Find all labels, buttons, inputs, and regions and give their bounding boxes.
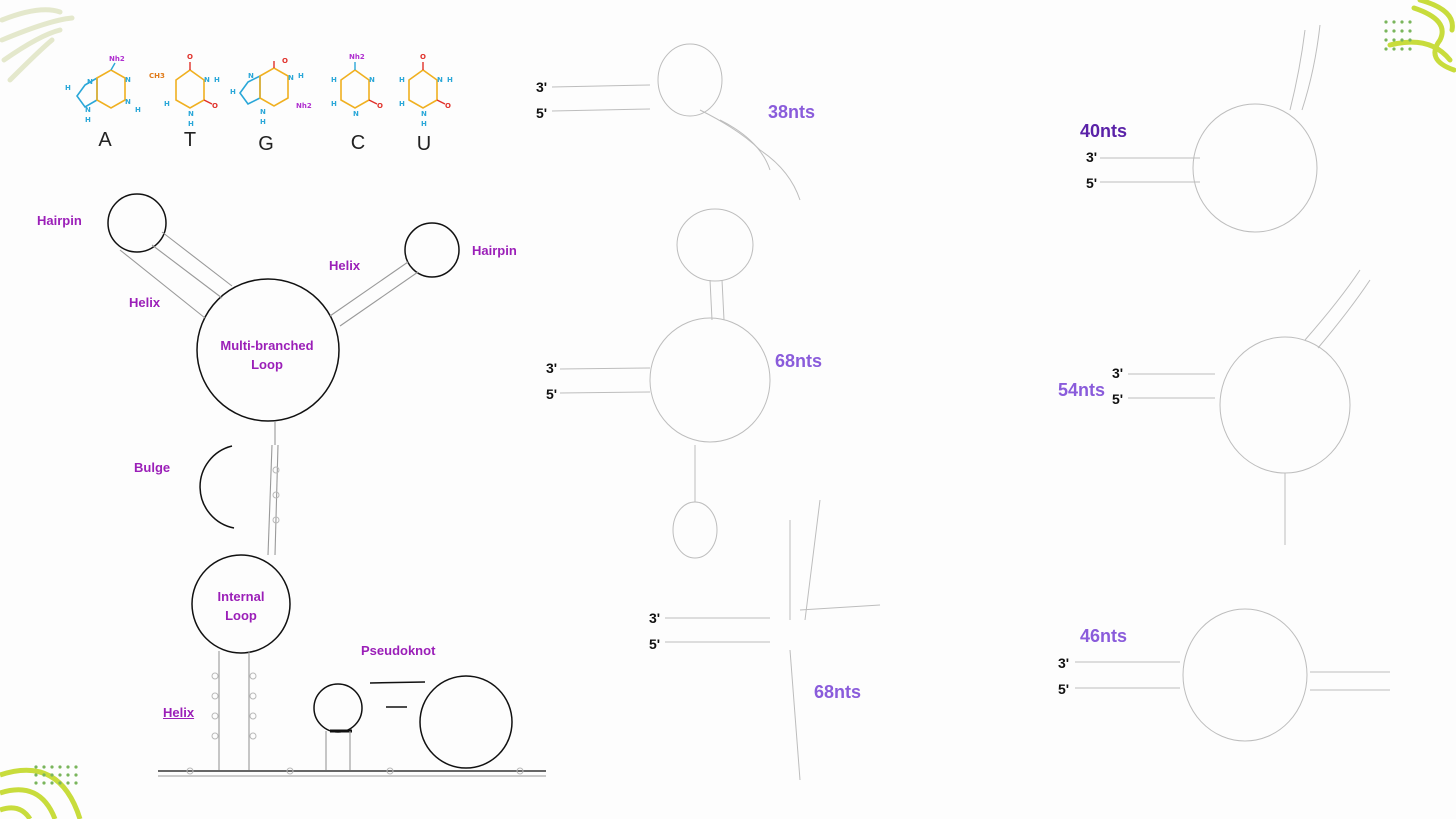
guanine-n7: N — [248, 72, 254, 80]
label-bulge: Bulge — [134, 460, 171, 475]
adenine-h8: H — [65, 84, 71, 92]
uracil-n3: N — [437, 76, 443, 84]
thymine-ch3: CH3 — [149, 72, 165, 80]
example-4-five-prime: 5' — [1112, 391, 1124, 407]
example-5-length-label: 68nts — [814, 682, 862, 702]
example-6-five-prime: 5' — [1058, 681, 1070, 697]
guanine-structure: O N N N H H H Nh2 — [230, 57, 312, 126]
hairpin-right-loop — [404, 222, 460, 278]
label-hairpin-left: Hairpin — [37, 213, 82, 228]
adenine-structure: N N N N Nh2 H H H — [65, 55, 141, 124]
uracil-h5: H — [399, 76, 405, 84]
label-helix-bottom: Helix — [163, 705, 195, 720]
example-3-five-prime: 5' — [546, 386, 558, 402]
label-pseudoknot: Pseudoknot — [361, 643, 436, 658]
base-letter-c: C — [350, 132, 366, 154]
example-6-length-label: 46nts — [1080, 626, 1128, 646]
example-2-length-label: 40nts — [1080, 121, 1128, 141]
guanine-n9: N — [260, 108, 266, 116]
adenine-nh2: Nh2 — [109, 55, 125, 63]
uracil-o2: O — [445, 102, 451, 110]
nucleobase-structures: N N N N Nh2 H H H CH3 O O N N H H H — [65, 53, 453, 128]
example-4-length-label: 54nts — [1058, 380, 1106, 400]
example-5-five-prime: 5' — [649, 636, 661, 652]
thymine-structure: CH3 O O N N H H H — [149, 53, 220, 128]
example-3-length-label: 68nts — [775, 351, 823, 371]
hairpin-left-loop — [107, 193, 167, 253]
uracil-o4: O — [420, 53, 426, 61]
guanine-o6: O — [282, 57, 288, 65]
example-3-three-prime: 3' — [546, 360, 558, 376]
base-letter-u: U — [416, 133, 432, 155]
internal-loop — [191, 554, 291, 654]
base-letter-a: A — [98, 129, 112, 151]
base-letter-t: T — [183, 129, 197, 151]
thymine-h6: H — [164, 100, 170, 108]
adenine-h2: H — [135, 106, 141, 114]
example-1-three-prime: 3' — [536, 79, 548, 95]
cytosine-h6: H — [331, 100, 337, 108]
example-2-three-prime: 3' — [1086, 149, 1098, 165]
example-4-three-prime: 3' — [1112, 365, 1124, 381]
uracil-n1: N — [421, 110, 427, 118]
decor-scribble-top-left — [0, 7, 75, 83]
cytosine-h5: H — [331, 76, 337, 84]
thymine-n1: N — [188, 110, 194, 118]
adenine-n1: N — [125, 76, 131, 84]
example-6-three-prime: 3' — [1058, 655, 1070, 671]
uracil-h1: H — [421, 120, 427, 128]
cytosine-n3: N — [369, 76, 375, 84]
guanine-h9: H — [260, 118, 266, 126]
bulge-arc — [199, 445, 235, 529]
adenine-n7: N — [87, 78, 93, 86]
example-1-length-label: 38nts — [768, 102, 816, 122]
cytosine-structure: Nh2 N N O H H — [331, 53, 383, 118]
guanine-nh2: Nh2 — [296, 102, 312, 110]
rna-secondary-structure-diagram — [107, 193, 546, 777]
decor-swirl-bottom-left — [0, 765, 83, 819]
pseudoknot-loop-large — [419, 675, 513, 769]
uracil-structure: O O N N H H H H — [399, 53, 453, 128]
cytosine-n1: N — [353, 110, 359, 118]
thymine-h3: H — [214, 76, 220, 84]
base-letter-g: G — [258, 133, 274, 155]
guanine-h8: H — [230, 88, 236, 96]
decor-scribble-top-right — [1384, 0, 1456, 73]
label-helix-left: Helix — [129, 295, 161, 310]
adenine-h9: H — [85, 116, 91, 124]
cytosine-nh2: Nh2 — [349, 53, 365, 61]
thymine-h1: H — [188, 120, 194, 128]
guanine-n1: N — [288, 74, 294, 82]
pseudoknot-bar-long — [369, 681, 426, 684]
example-1-five-prime: 5' — [536, 105, 548, 121]
cytosine-o2: O — [377, 102, 383, 110]
thymine-o2: O — [212, 102, 218, 110]
multi-branched-loop — [196, 278, 340, 422]
thymine-o4: O — [187, 53, 193, 61]
uracil-h6: H — [399, 100, 405, 108]
guanine-h1: H — [298, 72, 304, 80]
example-5-three-prime: 3' — [649, 610, 661, 626]
example-2-five-prime: 5' — [1086, 175, 1098, 191]
uracil-h3: H — [447, 76, 453, 84]
adenine-n3: N — [125, 98, 131, 106]
label-helix-right: Helix — [329, 258, 361, 273]
thymine-n3: N — [204, 76, 210, 84]
adenine-n9: N — [85, 106, 91, 114]
label-hairpin-right: Hairpin — [472, 243, 517, 258]
